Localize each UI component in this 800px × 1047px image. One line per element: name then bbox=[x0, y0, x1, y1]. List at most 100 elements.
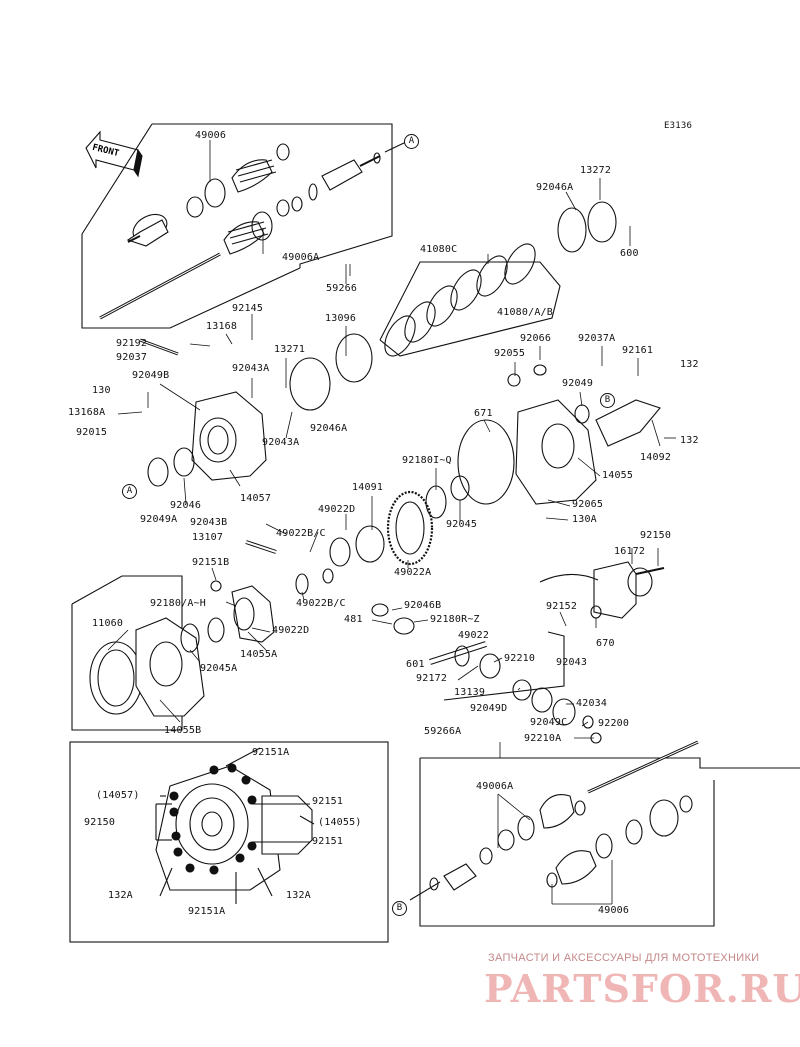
part-label: 132 bbox=[680, 435, 699, 446]
watermark-tagline: ЗАПЧАСТИ И АКСЕССУАРЫ ДЛЯ МОТОТЕХНИКИ bbox=[488, 952, 760, 964]
part-label: 92066 bbox=[520, 333, 552, 344]
part-label: 13107 bbox=[192, 532, 224, 543]
part-label: 92043B bbox=[190, 517, 228, 528]
part-label: 14057 bbox=[240, 493, 272, 504]
part-label: 600 bbox=[620, 248, 639, 259]
part-label: (14055) bbox=[318, 817, 362, 828]
housing-14057 bbox=[139, 333, 373, 487]
part-label: 59266 bbox=[326, 283, 358, 294]
part-label: 92161 bbox=[622, 345, 654, 356]
part-label: 92037 bbox=[116, 352, 148, 363]
part-label: 92151 bbox=[312, 796, 344, 807]
drive-axle-top bbox=[99, 141, 407, 320]
part-label: 92049D bbox=[470, 703, 508, 714]
part-label: 14055B bbox=[164, 725, 202, 736]
part-label: 13139 bbox=[454, 687, 486, 698]
part-label: 49006A bbox=[476, 781, 514, 792]
part-label: 16172 bbox=[614, 546, 646, 557]
housing-14055a bbox=[71, 575, 275, 731]
part-label: 49006 bbox=[598, 905, 630, 916]
ref-a-left: A bbox=[122, 484, 137, 499]
part-label: 49006A bbox=[282, 252, 320, 263]
part-label: 130 bbox=[92, 385, 111, 396]
part-label: 41080C bbox=[420, 244, 458, 255]
part-label: 92151A bbox=[252, 747, 290, 758]
part-label: 92210 bbox=[504, 653, 536, 664]
axle-box-b-outline bbox=[420, 757, 800, 769]
part-label: 49022B/C bbox=[276, 528, 326, 539]
part-label: 49022A bbox=[394, 567, 432, 578]
part-label: 13271 bbox=[274, 344, 306, 355]
part-label: 92200 bbox=[598, 718, 630, 729]
part-label: 92049A bbox=[140, 514, 178, 525]
ref-b-right: B bbox=[600, 393, 615, 408]
axle-box-bottom-outline bbox=[81, 123, 153, 235]
watermark-logo: PARTSFOR.RU bbox=[484, 966, 800, 1011]
assembled-housing-inset bbox=[155, 747, 315, 904]
pinion-gear-group bbox=[371, 603, 602, 744]
part-label: 92037A bbox=[578, 333, 616, 344]
part-label: 92045 bbox=[446, 519, 478, 530]
figure-code: E3136 bbox=[664, 121, 693, 131]
part-label: 92049 bbox=[562, 378, 594, 389]
part-label: 132A bbox=[286, 890, 311, 901]
part-label: 92145 bbox=[232, 303, 264, 314]
part-label: 92015 bbox=[76, 427, 108, 438]
part-label: 92150 bbox=[84, 817, 116, 828]
part-label: 41080/A/B bbox=[497, 307, 553, 318]
part-label: 13096 bbox=[325, 313, 357, 324]
part-label: 671 bbox=[474, 408, 493, 419]
part-label: 670 bbox=[596, 638, 615, 649]
part-label: 14092 bbox=[640, 452, 672, 463]
front-arrow-icon bbox=[85, 130, 143, 178]
part-label: 92055 bbox=[494, 348, 526, 359]
inset-box bbox=[69, 741, 389, 943]
part-label: 92046B bbox=[404, 600, 442, 611]
part-label: (14057) bbox=[96, 790, 140, 801]
part-label: 13168A bbox=[68, 407, 106, 418]
part-label: 92049B bbox=[132, 370, 170, 381]
part-label: 601 bbox=[406, 659, 425, 670]
part-label: 13272 bbox=[580, 165, 612, 176]
part-label: 130A bbox=[572, 514, 597, 525]
part-label: 92180R~Z bbox=[430, 614, 480, 625]
part-label: 49022D bbox=[318, 504, 356, 515]
part-label: 92043 bbox=[556, 657, 588, 668]
part-label: 59266A bbox=[424, 726, 462, 737]
part-label: 92065 bbox=[572, 499, 604, 510]
leader-lines bbox=[107, 140, 676, 905]
part-label: 14055A bbox=[240, 649, 278, 660]
part-label: 92151 bbox=[312, 836, 344, 847]
part-label: 92210A bbox=[524, 733, 562, 744]
housing-671 bbox=[457, 364, 661, 505]
part-label: 92150 bbox=[640, 530, 672, 541]
part-label: 49022 bbox=[458, 630, 490, 641]
ring-gear-assembly bbox=[245, 475, 470, 595]
part-label: 92043A bbox=[232, 363, 270, 374]
part-label: 132 bbox=[680, 359, 699, 370]
clutch-discs bbox=[379, 201, 617, 357]
ref-a-top: A bbox=[404, 134, 419, 149]
part-label: 92151B bbox=[192, 557, 230, 568]
part-label: 92192 bbox=[116, 338, 148, 349]
part-label: 92151A bbox=[188, 906, 226, 917]
part-label: 49006 bbox=[195, 130, 227, 141]
part-label: 92180/A~H bbox=[150, 598, 206, 609]
part-label: 92049C bbox=[530, 717, 568, 728]
part-label: 14055 bbox=[602, 470, 634, 481]
part-label: 92046 bbox=[170, 500, 202, 511]
ref-b-bottom: B bbox=[392, 901, 407, 916]
part-label: 481 bbox=[344, 614, 363, 625]
part-label: 92152 bbox=[546, 601, 578, 612]
part-label: 132A bbox=[108, 890, 133, 901]
part-label: 42034 bbox=[576, 698, 608, 709]
part-label: 92045A bbox=[200, 663, 238, 674]
part-label: 92180I~Q bbox=[402, 455, 452, 466]
part-label: 92043A bbox=[262, 437, 300, 448]
part-label: 11060 bbox=[92, 618, 124, 629]
drive-axle-bottom bbox=[409, 740, 699, 901]
part-label: 92172 bbox=[416, 673, 448, 684]
part-label: 49022B/C bbox=[296, 598, 346, 609]
